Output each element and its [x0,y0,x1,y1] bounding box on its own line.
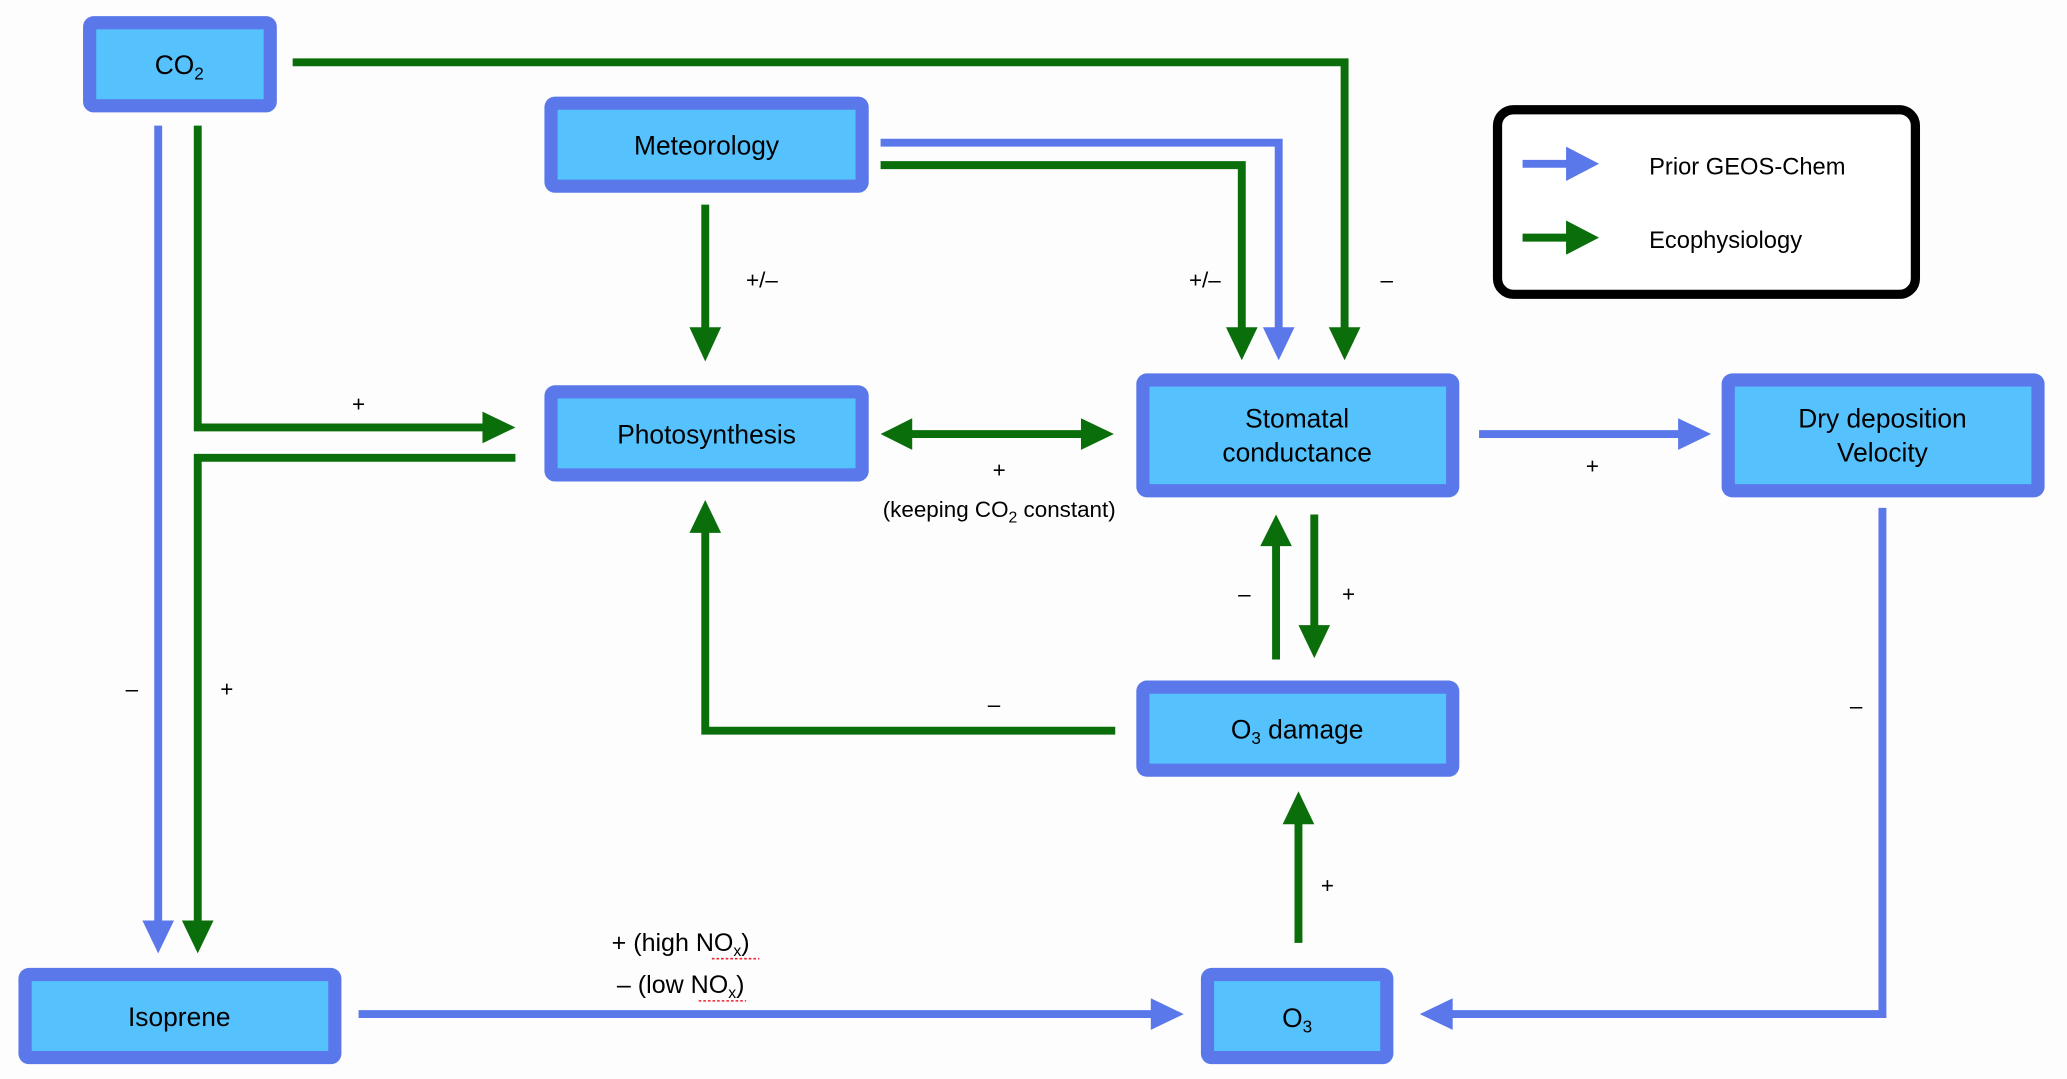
edge-co2-stomatal [292,58,1361,361]
node-o3-damage[interactable]: O3 damage [1136,680,1460,777]
node-isoprene[interactable]: Isoprene [18,967,342,1065]
edge-isoprene-o3 [358,998,1184,1030]
node-photosynthesis[interactable]: Photosynthesis [544,385,869,482]
label-o3damage-photosynthesis: – [988,692,1001,717]
svg-text:O3: O3 [1282,1003,1312,1036]
svg-text:conductance: conductance [1222,438,1371,468]
svg-text:Velocity: Velocity [1837,438,1929,468]
label-stomatal-o3damage: + [1342,581,1355,606]
edge-stomatal-o3damage [1298,514,1331,659]
edge-o3damage-stomatal [1260,514,1292,660]
node-stomatal-conductance[interactable]: Stomatal conductance [1136,373,1460,498]
svg-text:Dry deposition: Dry deposition [1798,403,1967,433]
svg-text:Meteorology: Meteorology [634,131,780,161]
label-drydeposition-o3: – [1850,694,1863,719]
edge-o3damage-photosynthesis [689,499,1116,735]
node-meteorology[interactable]: Meteorology [544,96,869,193]
label-co2-stomatal: – [1381,268,1394,293]
label-co2-isoprene-eco: + [220,676,233,701]
svg-text:Photosynthesis: Photosynthesis [617,419,796,449]
svg-text:CO2: CO2 [155,50,204,83]
edge-drydeposition-o3 [1419,507,1887,1030]
label-photosynthesis-stomatal-note: (keeping CO2 constant) [883,497,1116,526]
node-co2[interactable]: CO2 [83,16,277,113]
label-meteorology-stomatal: +/– [1189,268,1221,293]
edge-co2-isoprene [142,125,175,954]
svg-text:Prior GEOS-Chem: Prior GEOS-Chem [1649,154,1845,180]
ecophysiology-arrow-icon [1566,220,1600,255]
label-o3-o3damage: + [1321,873,1334,898]
edge-meteorology-stomatal-eco [880,161,1258,361]
edge-photosynthesis-stomatal [880,418,1114,450]
edge-meteorology-stomatal-prior [880,138,1295,361]
label-co2-photosynthesis: + [352,392,365,417]
node-o3[interactable]: O3 [1200,967,1394,1065]
label-co2-isoprene-prior: – [126,676,139,701]
edge-stomatal-drydeposition [1479,418,1712,450]
svg-text:Stomatal: Stomatal [1245,403,1349,433]
legend: Prior GEOS-Chem Ecophysiology [1492,105,1921,299]
edge-meteorology-photosynthesis [689,204,722,362]
svg-text:O3 damage: O3 damage [1231,715,1364,748]
label-photosynthesis-stomatal-sign: + [993,458,1006,483]
svg-text:Ecophysiology: Ecophysiology [1649,228,1802,254]
prior-arrow-icon [1566,146,1600,181]
label-stomatal-drydeposition: + [1586,454,1599,479]
edge-photosynthesis-isoprene [181,453,516,954]
legend-item-ecophysiology: Ecophysiology [1522,220,1802,255]
legend-item-prior: Prior GEOS-Chem [1522,146,1845,181]
label-isoprene-o3-low: – (low NOx) [617,971,745,1002]
label-isoprene-o3-high: + (high NOx) [612,929,750,960]
label-meteorology-photosynthesis: +/– [746,268,778,293]
node-dry-deposition-velocity[interactable]: Dry deposition Velocity [1721,373,2045,498]
edge-co2-photosynthesis [193,125,516,444]
svg-text:Isoprene: Isoprene [128,1002,231,1032]
label-o3damage-stomatal: – [1238,581,1251,606]
edge-o3-o3damage [1282,791,1315,943]
